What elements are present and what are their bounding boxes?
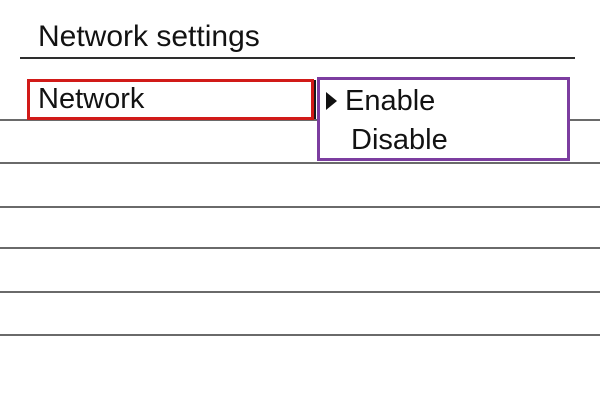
grid-line — [0, 247, 600, 249]
dropdown-option-label: Disable — [351, 123, 448, 156]
menu-row-label: Network — [38, 83, 145, 115]
grid-line — [0, 119, 600, 121]
dropdown-option-enable[interactable]: Enable — [320, 82, 567, 120]
dropdown-option-disable[interactable]: Disable — [320, 122, 567, 158]
title-underline — [20, 57, 575, 59]
selection-cursor-icon — [326, 92, 337, 110]
grid-line — [0, 334, 600, 336]
menu-row-network[interactable]: Network — [27, 79, 314, 120]
column-divider — [314, 80, 316, 119]
grid-line — [0, 291, 600, 293]
grid-line — [0, 206, 600, 208]
dropdown-option-label: Enable — [345, 84, 436, 117]
grid-line — [0, 162, 600, 164]
cursor-spacer — [326, 140, 343, 141]
value-dropdown: Enable Disable — [317, 77, 570, 161]
page-title: Network settings — [38, 20, 260, 53]
